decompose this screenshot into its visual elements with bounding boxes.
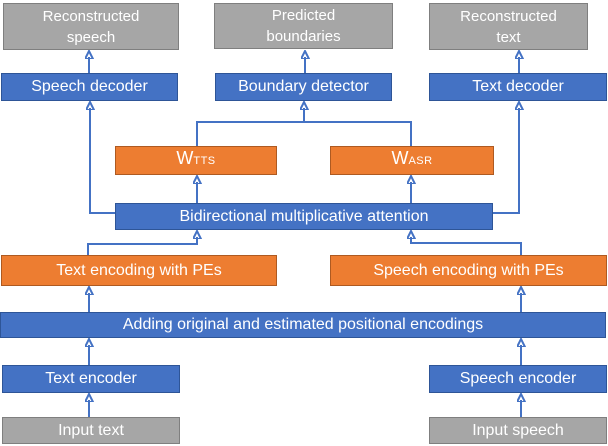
node-label: Bidirectional multiplicative attention — [179, 207, 429, 225]
node-label: Boundary detector — [238, 78, 369, 95]
node-boundary-detector: Boundary detector — [215, 73, 392, 101]
node-adding-positional-encodings: Adding original and estimated positional… — [0, 312, 606, 338]
node-bidirectional-attention: Bidirectional multiplicative attention — [115, 203, 493, 230]
node-label: Adding original and estimated positional… — [122, 316, 484, 333]
node-label: Predicted — [271, 7, 336, 24]
node-predicted-boundaries: Predicted boundaries — [214, 3, 393, 49]
arrow-text-encoding-to-attention — [87, 237, 197, 255]
node-text-decoder: Text decoder — [429, 73, 607, 101]
arrow-attention-to-speech-decoder — [90, 108, 115, 214]
node-label-subscript: TTS — [193, 155, 216, 167]
node-label: W — [176, 148, 194, 168]
node-speech-decoder: Speech decoder — [1, 73, 178, 101]
node-label: Text encoder — [45, 370, 137, 387]
node-label: Text decoder — [472, 78, 564, 95]
line-wtts-wasr-merge — [196, 121, 412, 146]
node-label: W — [391, 148, 409, 168]
node-label-subscript: ASR — [408, 155, 433, 167]
node-input-speech: Input speech — [429, 417, 607, 444]
node-speech-encoding-with-pes: Speech encoding with PEs — [330, 255, 607, 286]
node-label: text — [496, 28, 521, 46]
node-label: Reconstructed — [42, 7, 140, 25]
node-text-encoder: Text encoder — [2, 365, 180, 393]
node-reconstructed-text: Reconstructed text — [429, 3, 588, 50]
node-label: Text encoding with PEs — [56, 261, 222, 279]
node-label: Reconstructed — [460, 7, 557, 25]
node-input-text: Input text — [2, 417, 180, 444]
node-speech-encoder: Speech encoder — [429, 365, 607, 393]
node-label: speech — [66, 28, 116, 46]
node-label: Speech encoder — [459, 370, 577, 387]
node-reconstructed-speech: Reconstructed speech — [3, 3, 179, 50]
node-label: Input speech — [472, 421, 564, 439]
arrow-speech-encoding-to-attention — [411, 237, 522, 255]
node-label: Speech encoding with PEs — [373, 261, 564, 279]
node-label: Speech decoder — [31, 78, 148, 95]
node-label: Input text — [58, 421, 124, 439]
node-label: boundaries — [266, 28, 341, 45]
node-text-encoding-with-pes: Text encoding with PEs — [1, 255, 277, 286]
arrow-attention-to-text-decoder — [493, 108, 519, 214]
